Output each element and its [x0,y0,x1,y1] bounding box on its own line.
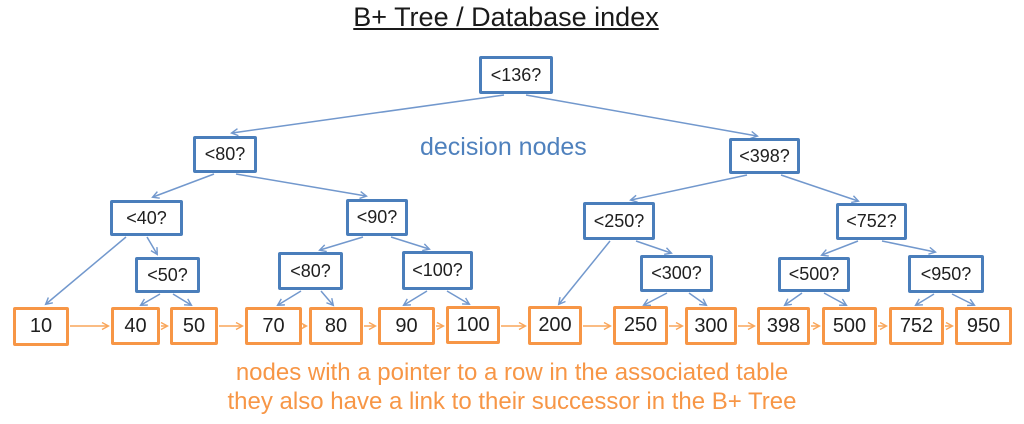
edge-q50-l40 [141,293,161,305]
leaf-node-950: 950 [955,307,1012,345]
leaf-node-100: 100 [446,306,500,344]
edge-q500-l500 [823,292,846,305]
leaf-node-250: 250 [613,306,668,345]
edge-q300-l300 [688,292,706,305]
decision-node-250: <250? [583,202,655,240]
edge-q300-l250 [644,292,668,305]
leaf-node-40: 40 [111,307,160,345]
leaf-node-10: 10 [13,307,69,346]
edge-q80-q40 [153,173,215,197]
edge-q136-q398 [525,94,757,136]
leaf-caption-line1: nodes with a pointer to a row in the ass… [235,359,789,386]
leaf-node-752: 752 [889,307,944,345]
leaf-node-80: 80 [309,307,363,345]
decision-node-40: <40? [110,200,183,236]
leaf-node-500: 500 [822,307,877,345]
edge-q90-q100 [390,236,429,249]
decision-node-500: <500? [778,257,850,292]
leaf-node-300: 300 [685,307,737,345]
leaf-caption-line2: they also have a link to their successor… [227,388,797,415]
edge-q80b-l70 [278,290,302,305]
page-title: B+ Tree / Database index [353,2,659,32]
edge-q752-q500 [822,240,859,255]
edge-q950-l950 [951,293,974,305]
decision-node-136: <136? [479,56,553,94]
decision-node-80: <80? [193,136,257,173]
decision-node-398: <398? [729,138,800,174]
edge-q398-q752 [780,174,858,201]
decision-node-950: <950? [908,255,984,293]
edge-q90-q80b [320,236,364,250]
decision-node-100: <100? [402,251,473,290]
leaf-node-200: 200 [528,306,582,345]
edge-q136-q80 [232,94,505,133]
leaf-node-70: 70 [245,307,302,345]
edge-q250-q300 [635,240,671,253]
edge-q100-l100 [446,290,469,304]
edge-q50-l50 [172,293,191,305]
decision-node-50: <50? [135,257,200,293]
decision-node-90: <90? [346,199,408,236]
edge-q250-l200 [559,240,611,304]
edge-q80b-l80 [320,290,333,305]
edge-q950-l752 [916,293,935,305]
edge-q80-q90 [235,173,366,196]
edge-q500-l398 [785,292,803,305]
edge-q398-q250 [631,174,748,200]
edge-q100-l90 [404,290,428,305]
edge-q40-q50 [146,236,157,254]
decision-nodes-annotation: decision nodes [420,133,587,161]
decision-node-300: <300? [640,255,713,292]
leaf-node-90: 90 [378,307,435,345]
decision-node-80b: <80? [278,252,343,290]
edge-q40-l10 [46,236,127,304]
decision-node-752: <752? [836,203,907,240]
edge-q752-q950 [881,240,935,252]
leaf-node-398: 398 [757,307,810,345]
leaf-node-50: 50 [170,307,218,345]
